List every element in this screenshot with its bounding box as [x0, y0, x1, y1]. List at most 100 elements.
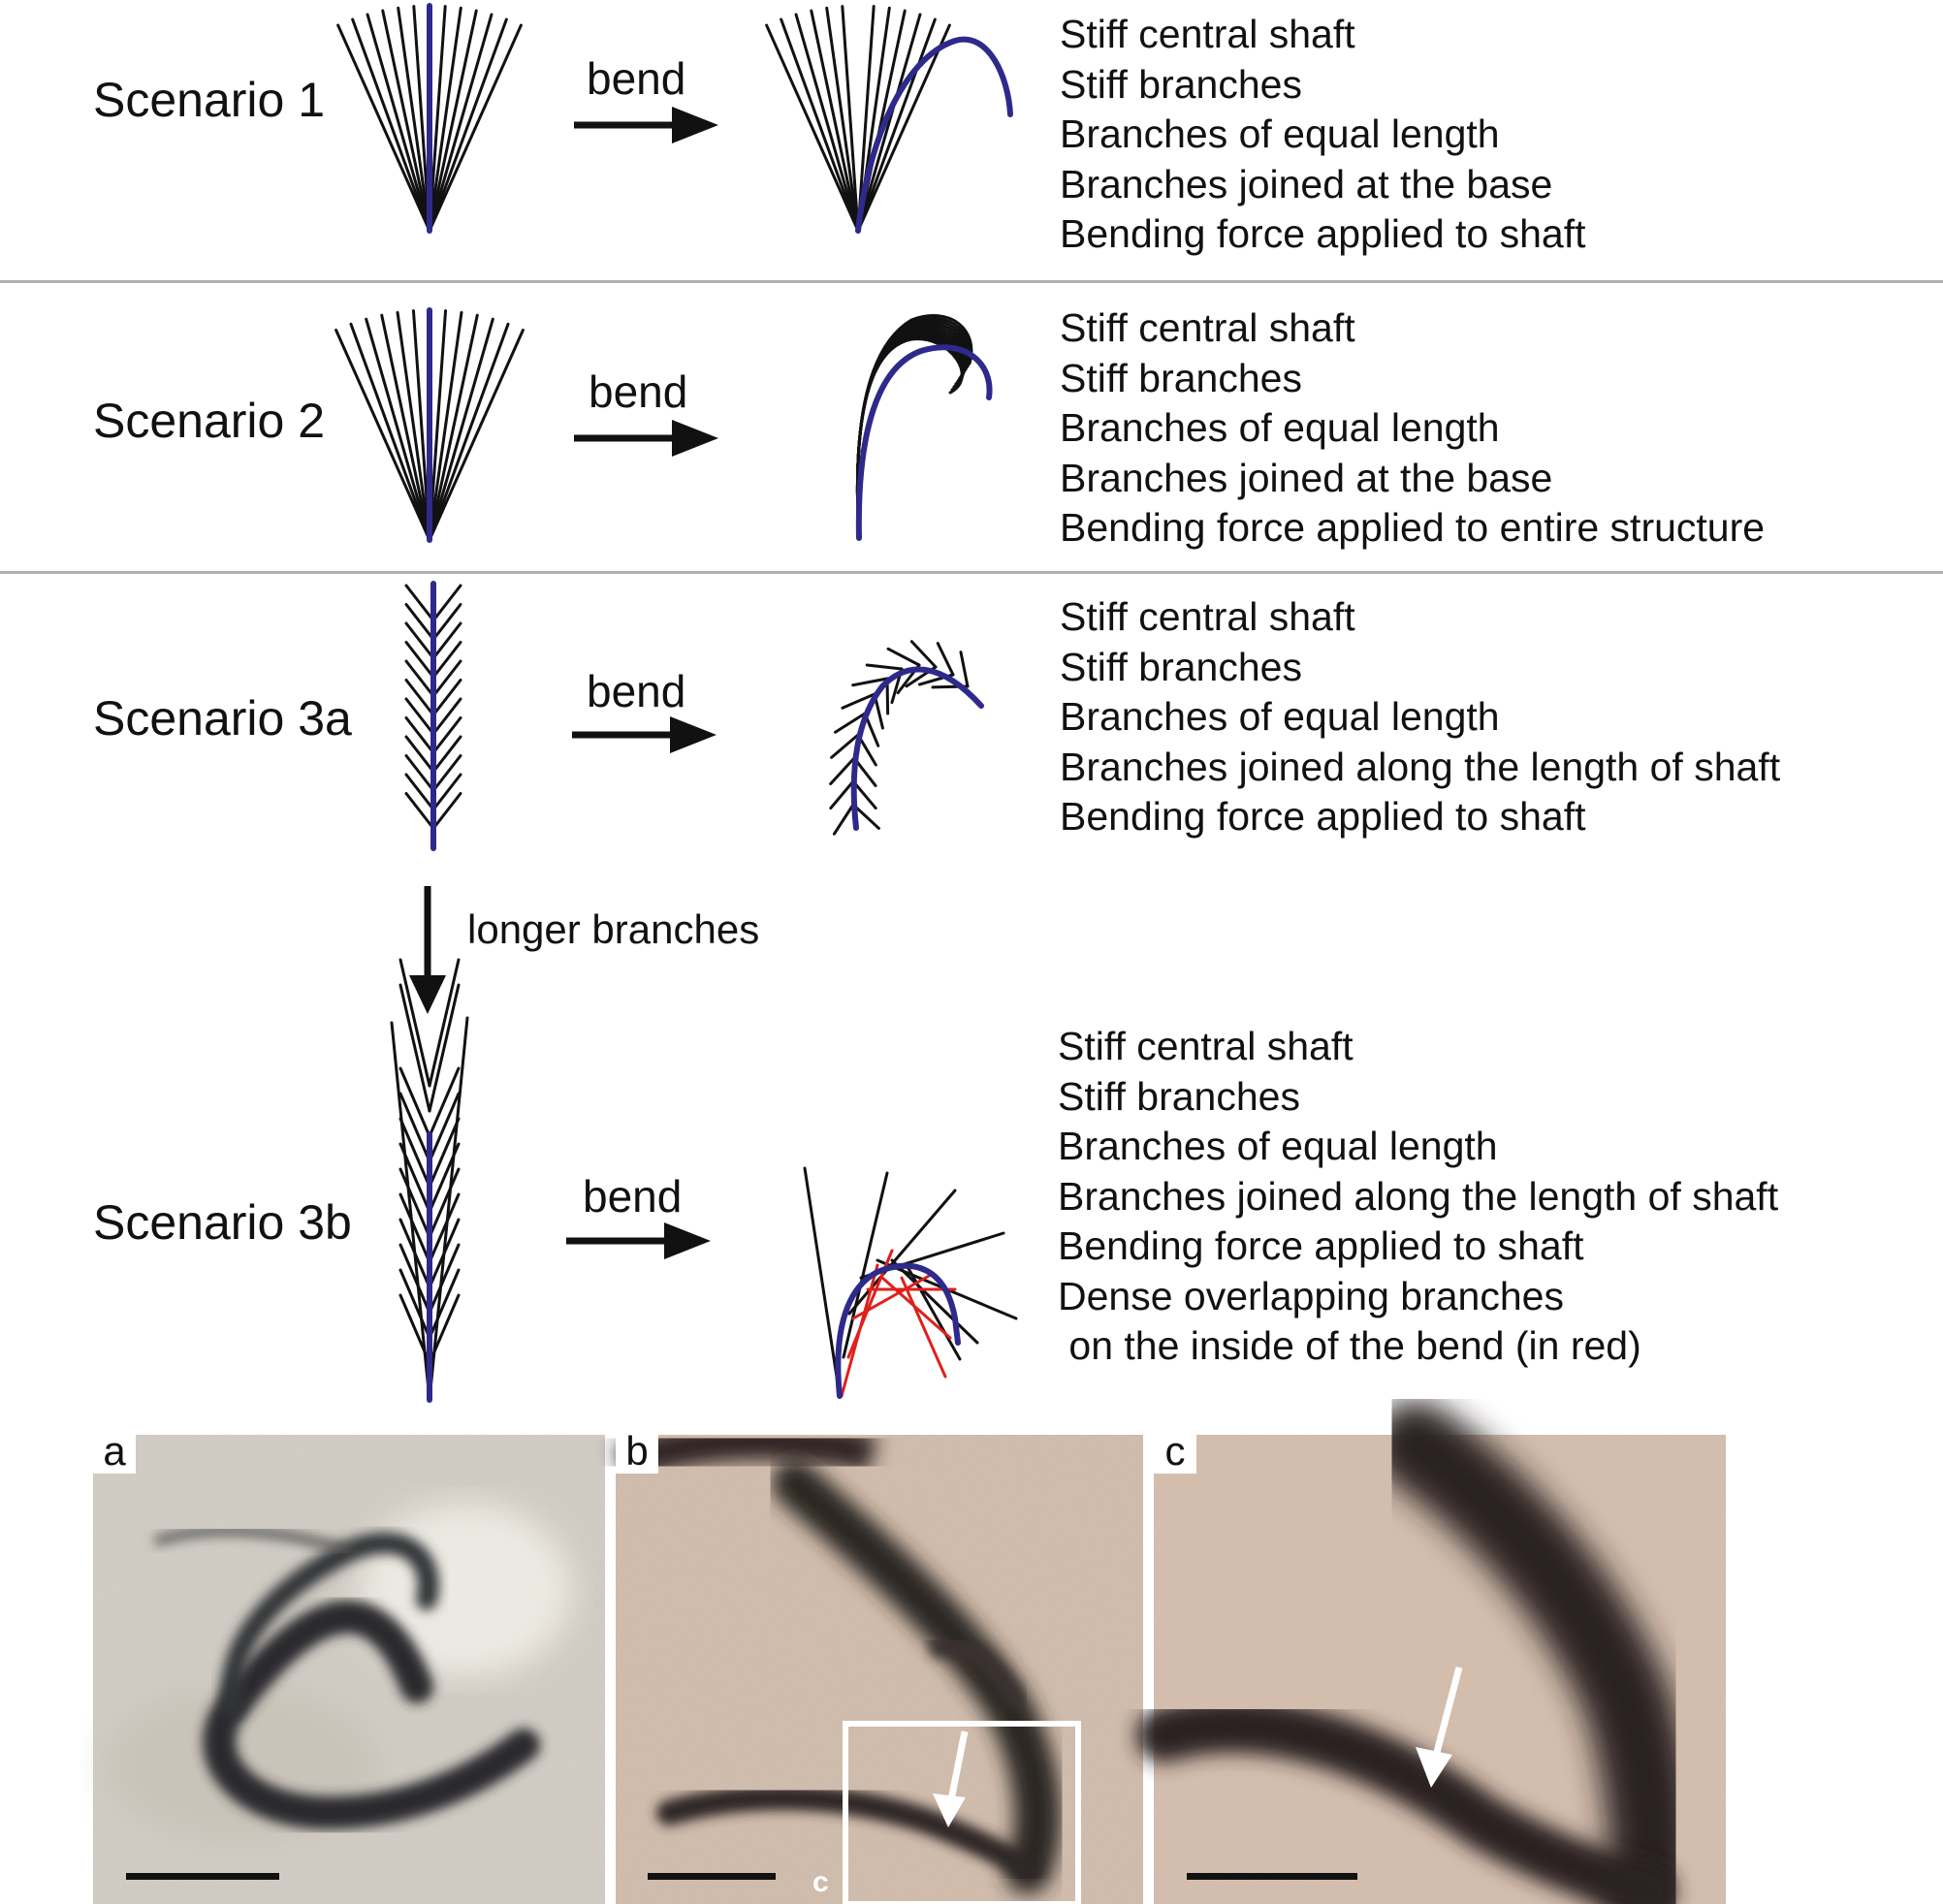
branch: [398, 1066, 431, 1138]
scenario-3b-label: Scenario 3b: [93, 1195, 352, 1250]
branch: [428, 6, 462, 233]
branch: [404, 754, 435, 792]
longer-branches-label: longer branches: [467, 906, 760, 952]
branch: [428, 1016, 469, 1402]
divider-2: [0, 571, 1943, 574]
bend-arrow-3a: [572, 716, 717, 753]
property: Branches of equal length: [1058, 1124, 1498, 1168]
branch: [366, 13, 431, 233]
branch: [404, 735, 435, 774]
central-shaft: [855, 36, 1013, 234]
branch: [398, 983, 431, 1113]
scenario-3a-label: Scenario 3a: [93, 691, 352, 746]
branch: [847, 1189, 957, 1316]
scenario-3b-properties: Stiff central shaft Stiff branches Branc…: [1058, 1022, 1778, 1372]
branch: [834, 712, 867, 734]
branch: [832, 803, 855, 836]
branch: [431, 659, 462, 698]
branch: [830, 733, 860, 759]
branch: [431, 792, 462, 830]
overlapping-branch: [900, 1276, 947, 1379]
branch: [851, 677, 889, 687]
branch: [397, 6, 431, 233]
branch: [404, 697, 435, 736]
branch: [765, 23, 860, 233]
scenario-1-fan-after: [765, 5, 1013, 234]
scenario-1-label: Scenario 1: [93, 73, 326, 127]
branch: [428, 1092, 461, 1163]
branch: [855, 334, 965, 540]
branch: [404, 621, 435, 660]
branch: [396, 310, 431, 542]
branch: [851, 803, 880, 830]
property: Stiff central shaft: [1058, 1024, 1354, 1068]
property: Bending force applied to shaft: [1060, 211, 1586, 256]
scenario-1-properties: Stiff central shaft Stiff branches Branc…: [1060, 10, 1586, 260]
scenario-2-properties: Stiff central shaft Stiff branches Branc…: [1060, 303, 1765, 554]
branch: [381, 9, 431, 233]
branch: [404, 659, 435, 698]
bend-arrow-3b: [566, 1222, 711, 1259]
scenario-2-fan-after: [855, 314, 993, 541]
branch: [428, 1268, 461, 1340]
property: Stiff branches: [1060, 355, 1302, 400]
branch: [404, 773, 435, 811]
branch: [428, 313, 479, 542]
branch: [428, 1066, 461, 1138]
branch: [428, 1117, 461, 1189]
bend-arrow-2: [574, 420, 718, 457]
photo-b: [613, 1421, 1143, 1904]
branch: [865, 663, 904, 671]
branch: [428, 1167, 461, 1239]
property: on the inside of the bend (in red): [1058, 1323, 1641, 1368]
branch: [398, 1117, 431, 1189]
branch: [428, 1192, 461, 1264]
branch: [404, 603, 435, 641]
property: Stiff branches: [1058, 1073, 1300, 1119]
bend-label-1: bend: [587, 53, 686, 104]
property: Bending force applied to entire structur…: [1060, 505, 1766, 550]
branch: [829, 756, 856, 786]
branch: [855, 329, 967, 540]
property: Bending force applied to shaft: [1058, 1223, 1584, 1268]
branch: [398, 1167, 431, 1239]
property: Branches joined at the base: [1060, 161, 1553, 206]
branch: [428, 958, 461, 1088]
branch: [404, 792, 435, 830]
branch: [351, 17, 431, 233]
scenario-3a-feather-before: [404, 581, 462, 851]
branch: [851, 779, 877, 810]
scenario-2-label: Scenario 2: [93, 394, 326, 448]
branch: [398, 1092, 431, 1163]
overlapping-branch: [851, 1273, 933, 1320]
branch: [428, 983, 461, 1113]
branch: [936, 642, 955, 677]
branch: [390, 1021, 431, 1402]
property: Branches of equal length: [1060, 405, 1500, 450]
branch: [404, 716, 435, 754]
branch: [780, 17, 860, 233]
scenario-1-fan-before: [336, 3, 523, 234]
branch: [890, 1258, 979, 1345]
property: Stiff central shaft: [1060, 594, 1355, 639]
branch: [428, 310, 463, 542]
branch: [431, 735, 462, 774]
branch: [428, 322, 510, 542]
photo-c-label: c: [1154, 1429, 1196, 1474]
scenario-3a-feather-after: [829, 640, 984, 836]
property: Branches joined along the length of shaf…: [1060, 744, 1781, 789]
branch: [431, 679, 462, 716]
branch: [398, 1192, 431, 1264]
property: Branches joined along the length of shaf…: [1058, 1173, 1779, 1219]
branch: [431, 584, 462, 622]
branch: [428, 1243, 461, 1315]
branch: [431, 773, 462, 811]
branch: [404, 679, 435, 716]
branch: [431, 716, 462, 754]
central-shaft: [855, 344, 993, 541]
photo-c: [1136, 1401, 1726, 1904]
branch: [886, 647, 921, 667]
branch: [842, 1171, 889, 1359]
longer-branches-arrow: [409, 886, 446, 1014]
